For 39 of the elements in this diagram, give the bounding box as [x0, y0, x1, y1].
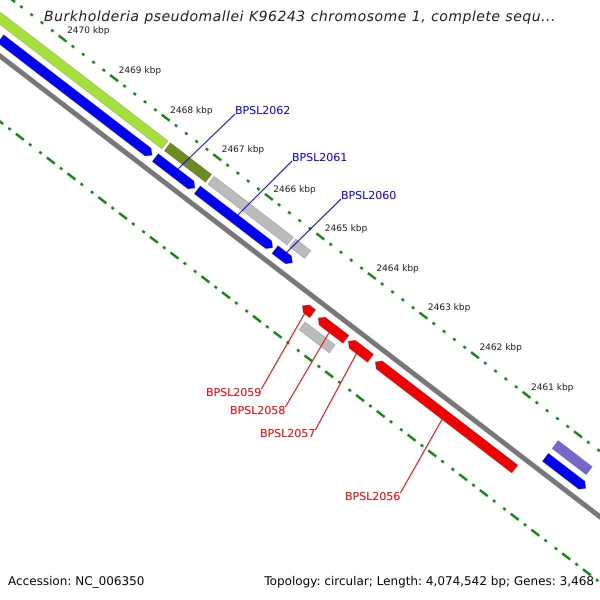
scale-label: 2463 kbp: [428, 303, 470, 314]
feature-bar: [164, 142, 212, 183]
gene-feature: [348, 340, 374, 363]
gene-feature: [542, 452, 586, 490]
scale-label: 2470 kbp: [67, 26, 110, 36]
gene-label: BPSL2057: [260, 427, 316, 440]
gene-feature: [318, 316, 350, 344]
leader-line: [178, 114, 236, 170]
gene-feature: [152, 153, 196, 190]
leader-line: [284, 332, 330, 408]
gene-label: BPSL2058: [230, 404, 286, 417]
feature-bar: [552, 440, 593, 476]
leader-line: [314, 353, 357, 430]
gene-label: BPSL2059: [206, 386, 262, 399]
feature-bar: [289, 238, 312, 259]
scale-label: 2462 kbp: [479, 343, 522, 354]
scale-label: 2464 kbp: [376, 264, 419, 274]
scale-label: 2467 kbp: [222, 145, 264, 156]
scale-label: 2465 kbp: [324, 224, 368, 234]
footer-text: Accession: NC_006350: [8, 574, 144, 588]
gene-feature: [194, 185, 273, 249]
scale-label: 2469 kbp: [118, 66, 162, 76]
gene-feature: [302, 304, 316, 318]
scale-label: 2466 kbp: [273, 184, 316, 195]
gene-label: BPSL2060: [341, 189, 396, 202]
leader-line: [400, 418, 443, 494]
feature-bar: [298, 321, 336, 354]
footer-text: Topology: circular; Length: 4,074,542 bp; Genes: 3,468: [264, 574, 594, 588]
gene-label: BPSL2062: [235, 104, 290, 117]
feature-bar: [207, 176, 294, 246]
gene-label: BPSL2061: [292, 151, 348, 164]
leader-line: [237, 160, 292, 216]
map-title: Burkholderia pseudomallei K96243 chromosome 1, complete sequ...: [43, 9, 557, 25]
scale-label: 2461 kbp: [530, 382, 574, 393]
gene-label: BPSL2056: [345, 490, 400, 503]
leader-line: [260, 313, 305, 390]
scale-label: 2468 kbp: [170, 106, 213, 116]
gene-feature: [374, 360, 518, 474]
leader-line: [286, 198, 342, 253]
